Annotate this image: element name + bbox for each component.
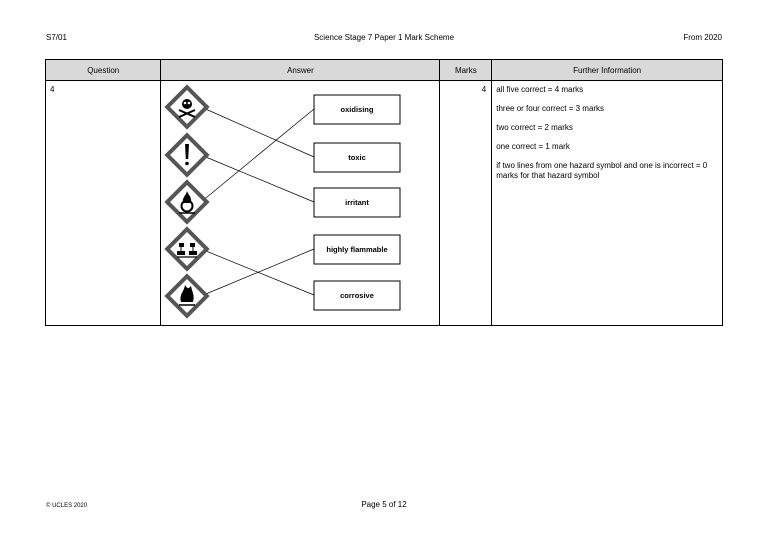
col-header-marks: Marks <box>439 59 493 81</box>
match-line-5 <box>201 248 315 297</box>
label-text-corrosive: corrosive <box>341 291 375 300</box>
label-box-corrosive: corrosive <box>313 280 401 311</box>
skull-crossbones-icon <box>164 84 211 130</box>
document-date: From 2020 <box>683 33 722 42</box>
match-line-1 <box>201 106 315 158</box>
col-header-question: Question <box>44 59 162 81</box>
label-box-toxic: toxic <box>313 142 401 173</box>
flame-over-circle-icon <box>164 179 211 225</box>
info-line-4: one correct = 1 mark <box>496 142 570 151</box>
answer-cell: oxidising toxic irritant highly flammabl… <box>160 80 441 326</box>
match-line-2 <box>201 154 315 203</box>
match-lines <box>201 106 315 297</box>
info-line-2: three or four correct = 3 marks <box>496 104 605 113</box>
match-line-3 <box>201 108 315 203</box>
exclamation-icon <box>164 132 211 178</box>
match-line-4 <box>201 248 315 296</box>
label-box-oxidising: oxidising <box>313 94 401 125</box>
copyright-notice: © UCLES 2020 <box>46 503 88 509</box>
marks-value: 4 <box>439 80 493 326</box>
label-text-irritant: irritant <box>346 198 370 207</box>
info-line-3: two correct = 2 marks <box>496 123 573 132</box>
question-number: 4 <box>44 80 162 326</box>
table-header-row: Question Answer Marks Further Informatio… <box>44 59 723 81</box>
further-info-cell: all five correct = 4 marks three or four… <box>491 80 723 326</box>
label-text-oxidising: oxidising <box>341 105 374 114</box>
corrosion-icon <box>164 226 211 272</box>
col-header-further-info: Further Information <box>491 59 723 81</box>
info-line-5: if two lines from one hazard symbol and … <box>496 161 708 180</box>
info-line-1: all five correct = 4 marks <box>496 85 584 94</box>
page-number: Page 5 of 12 <box>361 500 407 509</box>
label-box-highly-flammable: highly flammable <box>313 234 401 265</box>
label-text-highly-flammable: highly flammable <box>327 245 388 254</box>
document-title: Science Stage 7 Paper 1 Mark Scheme <box>313 33 455 42</box>
label-box-irritant: irritant <box>313 187 401 218</box>
flame-icon <box>164 273 211 319</box>
col-header-answer: Answer <box>160 59 441 81</box>
table-row: 4 <box>44 80 723 326</box>
document-code: S7/01 <box>46 33 67 42</box>
matching-diagram: oxidising toxic irritant highly flammabl… <box>161 81 439 321</box>
mark-scheme-table: Question Answer Marks Further Informatio… <box>44 59 723 326</box>
label-text-toxic: toxic <box>349 153 367 162</box>
